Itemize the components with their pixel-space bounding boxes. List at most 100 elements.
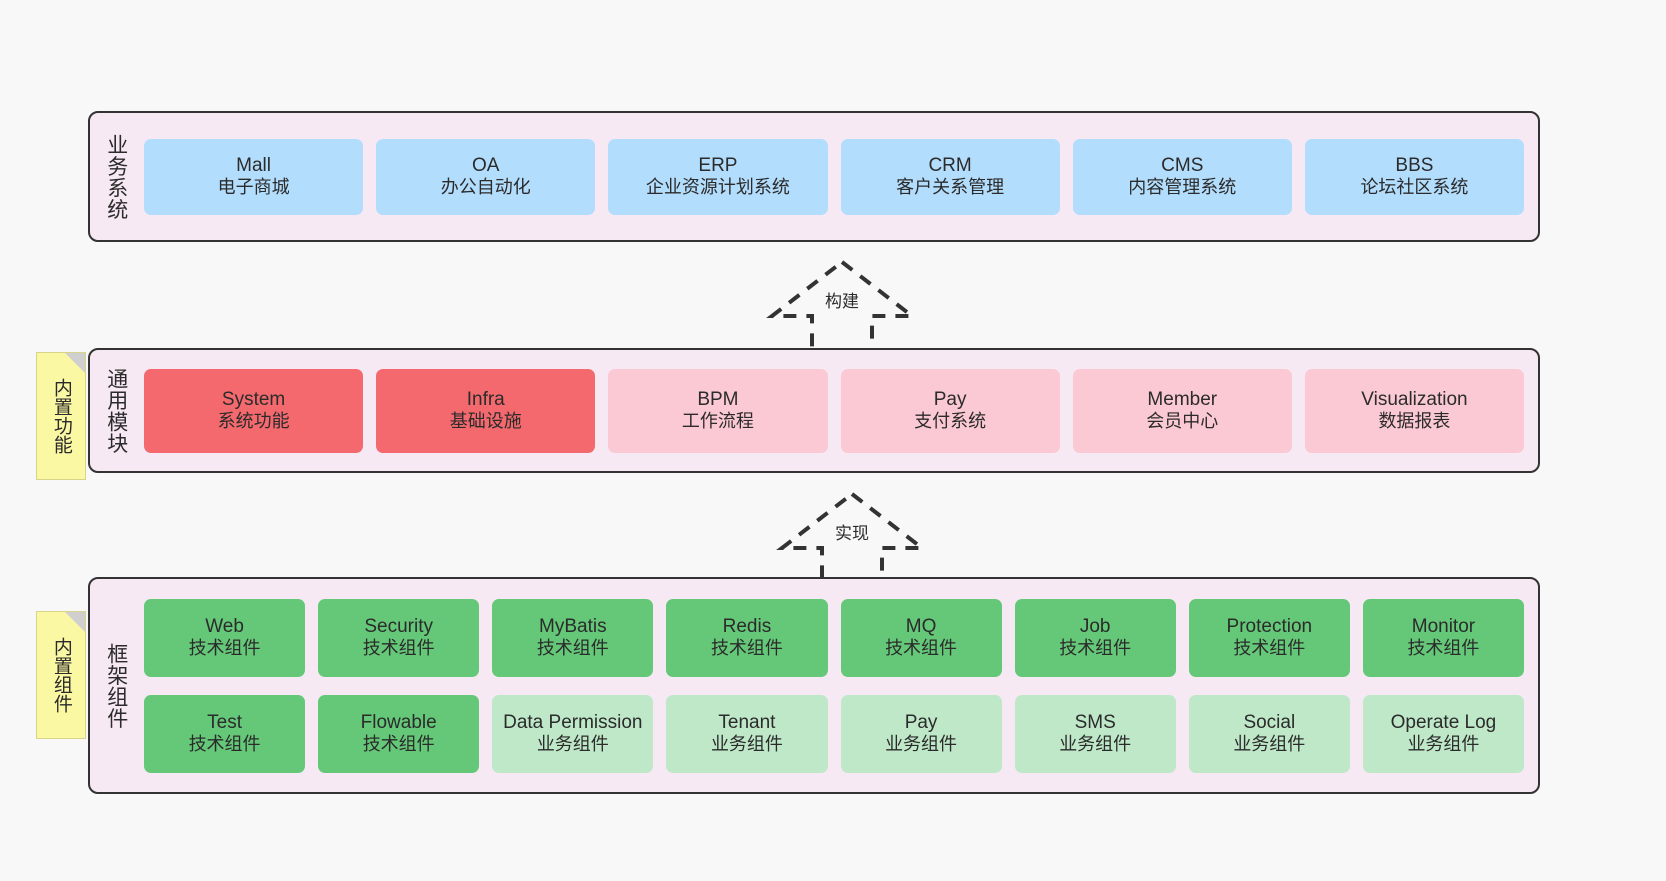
box-visualization-en: Visualization (1361, 388, 1468, 410)
box-mall-en: Mall (236, 154, 271, 176)
box-mybatis-cn: 技术组件 (536, 638, 609, 659)
box-mq-en: MQ (905, 615, 937, 637)
box-crm-en: CRM (928, 154, 972, 176)
box-flowable-cn: 技术组件 (362, 734, 435, 755)
box-tenant-en: Tenant (718, 711, 776, 733)
box-data-permission-cn: 业务组件 (536, 734, 609, 755)
layer-module-title: 通用模块 (104, 367, 128, 454)
connector-implement-label: 实现 (835, 524, 869, 543)
box-job-en: Job (1079, 615, 1111, 637)
box-member-en: Member (1147, 388, 1218, 410)
box-bpm[interactable]: BPM 工作流程 (608, 368, 828, 453)
box-cms-en: CMS (1161, 154, 1204, 176)
box-oa[interactable]: OA 办公自动化 (376, 138, 596, 215)
box-mall-cn: 电子商城 (217, 177, 290, 198)
box-infra-en: Infra (466, 388, 505, 410)
box-mq-cn: 技术组件 (885, 638, 958, 659)
box-sms-en: SMS (1074, 711, 1116, 733)
box-test-en: Test (207, 711, 242, 733)
note-builtin-functions: 内置功能 (36, 352, 86, 480)
box-flowable-en: Flowable (360, 711, 437, 733)
business-row: Mall 电子商城 OA 办公自动化 ERP 企业资源计划系统 CRM 客户关系… (144, 138, 1525, 215)
box-oa-en: OA (472, 154, 500, 176)
box-infra-cn: 基础设施 (449, 411, 522, 432)
box-security-cn: 技术组件 (362, 638, 435, 659)
box-operate-log-cn: 业务组件 (1407, 734, 1480, 755)
box-pay-module-cn: 支付系统 (914, 411, 987, 432)
box-bbs[interactable]: BBS 论坛社区系统 (1304, 138, 1525, 215)
box-bbs-cn: 论坛社区系统 (1360, 177, 1469, 198)
box-monitor[interactable]: Monitor 技术组件 (1362, 598, 1524, 677)
module-row: System 系统功能 Infra 基础设施 BPM 工作流程 Pay 支付系统… (144, 368, 1525, 453)
layer-module-body: System 系统功能 Infra 基础设施 BPM 工作流程 Pay 支付系统… (142, 350, 1538, 471)
layer-common-modules: 通用模块 System 系统功能 Infra 基础设施 BPM 工作流程 Pay… (88, 348, 1540, 473)
box-tenant[interactable]: Tenant 业务组件 (666, 694, 828, 773)
framework-row-2: Test 技术组件 Flowable 技术组件 Data Permission … (144, 694, 1524, 773)
layer-business-systems: 业务系统 Mall 电子商城 OA 办公自动化 ERP 企业资源计划系统 CRM… (88, 111, 1540, 242)
box-bpm-en: BPM (697, 388, 739, 410)
box-oa-cn: 办公自动化 (440, 177, 531, 198)
box-bbs-en: BBS (1395, 154, 1434, 176)
box-pay-component-en: Pay (904, 711, 938, 733)
box-tenant-cn: 业务组件 (710, 734, 783, 755)
box-test[interactable]: Test 技术组件 (144, 694, 306, 773)
box-erp-en: ERP (698, 154, 738, 176)
box-flowable[interactable]: Flowable 技术组件 (318, 694, 480, 773)
box-social[interactable]: Social 业务组件 (1188, 694, 1350, 773)
box-visualization[interactable]: Visualization 数据报表 (1304, 368, 1525, 453)
box-member-cn: 会员中心 (1146, 411, 1219, 432)
box-bpm-cn: 工作流程 (681, 411, 754, 432)
box-crm-cn: 客户关系管理 (896, 177, 1005, 198)
layer-framework-body: Web 技术组件 Security 技术组件 MyBatis 技术组件 Redi… (142, 579, 1538, 792)
box-pay-module[interactable]: Pay 支付系统 (840, 368, 1060, 453)
box-job[interactable]: Job 技术组件 (1014, 598, 1176, 677)
box-redis-en: Redis (722, 615, 772, 637)
box-web[interactable]: Web 技术组件 (144, 598, 306, 677)
box-pay-component[interactable]: Pay 业务组件 (840, 694, 1002, 773)
connector-implement: 实现 (772, 490, 932, 588)
box-social-en: Social (1243, 711, 1296, 733)
box-monitor-cn: 技术组件 (1407, 638, 1480, 659)
layer-business-title: 业务系统 (104, 133, 128, 220)
box-infra[interactable]: Infra 基础设施 (376, 368, 596, 453)
box-visualization-cn: 数据报表 (1378, 411, 1451, 432)
box-data-permission[interactable]: Data Permission 业务组件 (492, 694, 654, 773)
layer-framework-title: 框架组件 (104, 642, 128, 729)
box-web-en: Web (205, 615, 244, 637)
box-member[interactable]: Member 会员中心 (1072, 368, 1292, 453)
box-web-cn: 技术组件 (188, 638, 261, 659)
layer-framework-components: 框架组件 Web 技术组件 Security 技术组件 MyBatis 技术组件… (88, 577, 1540, 794)
box-cms[interactable]: CMS 内容管理系统 (1072, 138, 1292, 215)
box-mybatis[interactable]: MyBatis 技术组件 (492, 598, 654, 677)
box-redis-cn: 技术组件 (710, 638, 783, 659)
box-operate-log-en: Operate Log (1390, 711, 1497, 733)
connector-build: 构建 (762, 258, 922, 356)
box-cms-cn: 内容管理系统 (1128, 177, 1237, 198)
box-system-en: System (221, 388, 286, 410)
box-system-cn: 系统功能 (217, 411, 290, 432)
note-builtin-components-label: 内置组件 (50, 637, 72, 713)
box-protection[interactable]: Protection 技术组件 (1188, 598, 1350, 677)
box-pay-module-en: Pay (933, 388, 967, 410)
box-security[interactable]: Security 技术组件 (318, 598, 480, 677)
box-job-cn: 技术组件 (1059, 638, 1132, 659)
box-redis[interactable]: Redis 技术组件 (666, 598, 828, 677)
box-mall[interactable]: Mall 电子商城 (144, 138, 364, 215)
box-pay-component-cn: 业务组件 (885, 734, 958, 755)
box-mq[interactable]: MQ 技术组件 (840, 598, 1002, 677)
box-sms[interactable]: SMS 业务组件 (1014, 694, 1176, 773)
note-builtin-components: 内置组件 (36, 611, 86, 739)
box-protection-cn: 技术组件 (1233, 638, 1306, 659)
note-builtin-functions-label: 内置功能 (50, 378, 72, 454)
box-mybatis-en: MyBatis (539, 615, 607, 637)
box-monitor-en: Monitor (1411, 615, 1476, 637)
connector-build-label: 构建 (825, 292, 859, 311)
box-system[interactable]: System 系统功能 (144, 368, 364, 453)
box-crm[interactable]: CRM 客户关系管理 (840, 138, 1060, 215)
box-erp[interactable]: ERP 企业资源计划系统 (608, 138, 828, 215)
box-operate-log[interactable]: Operate Log 业务组件 (1362, 694, 1524, 773)
box-social-cn: 业务组件 (1233, 734, 1306, 755)
box-security-en: Security (364, 615, 433, 637)
box-erp-cn: 企业资源计划系统 (645, 177, 790, 198)
